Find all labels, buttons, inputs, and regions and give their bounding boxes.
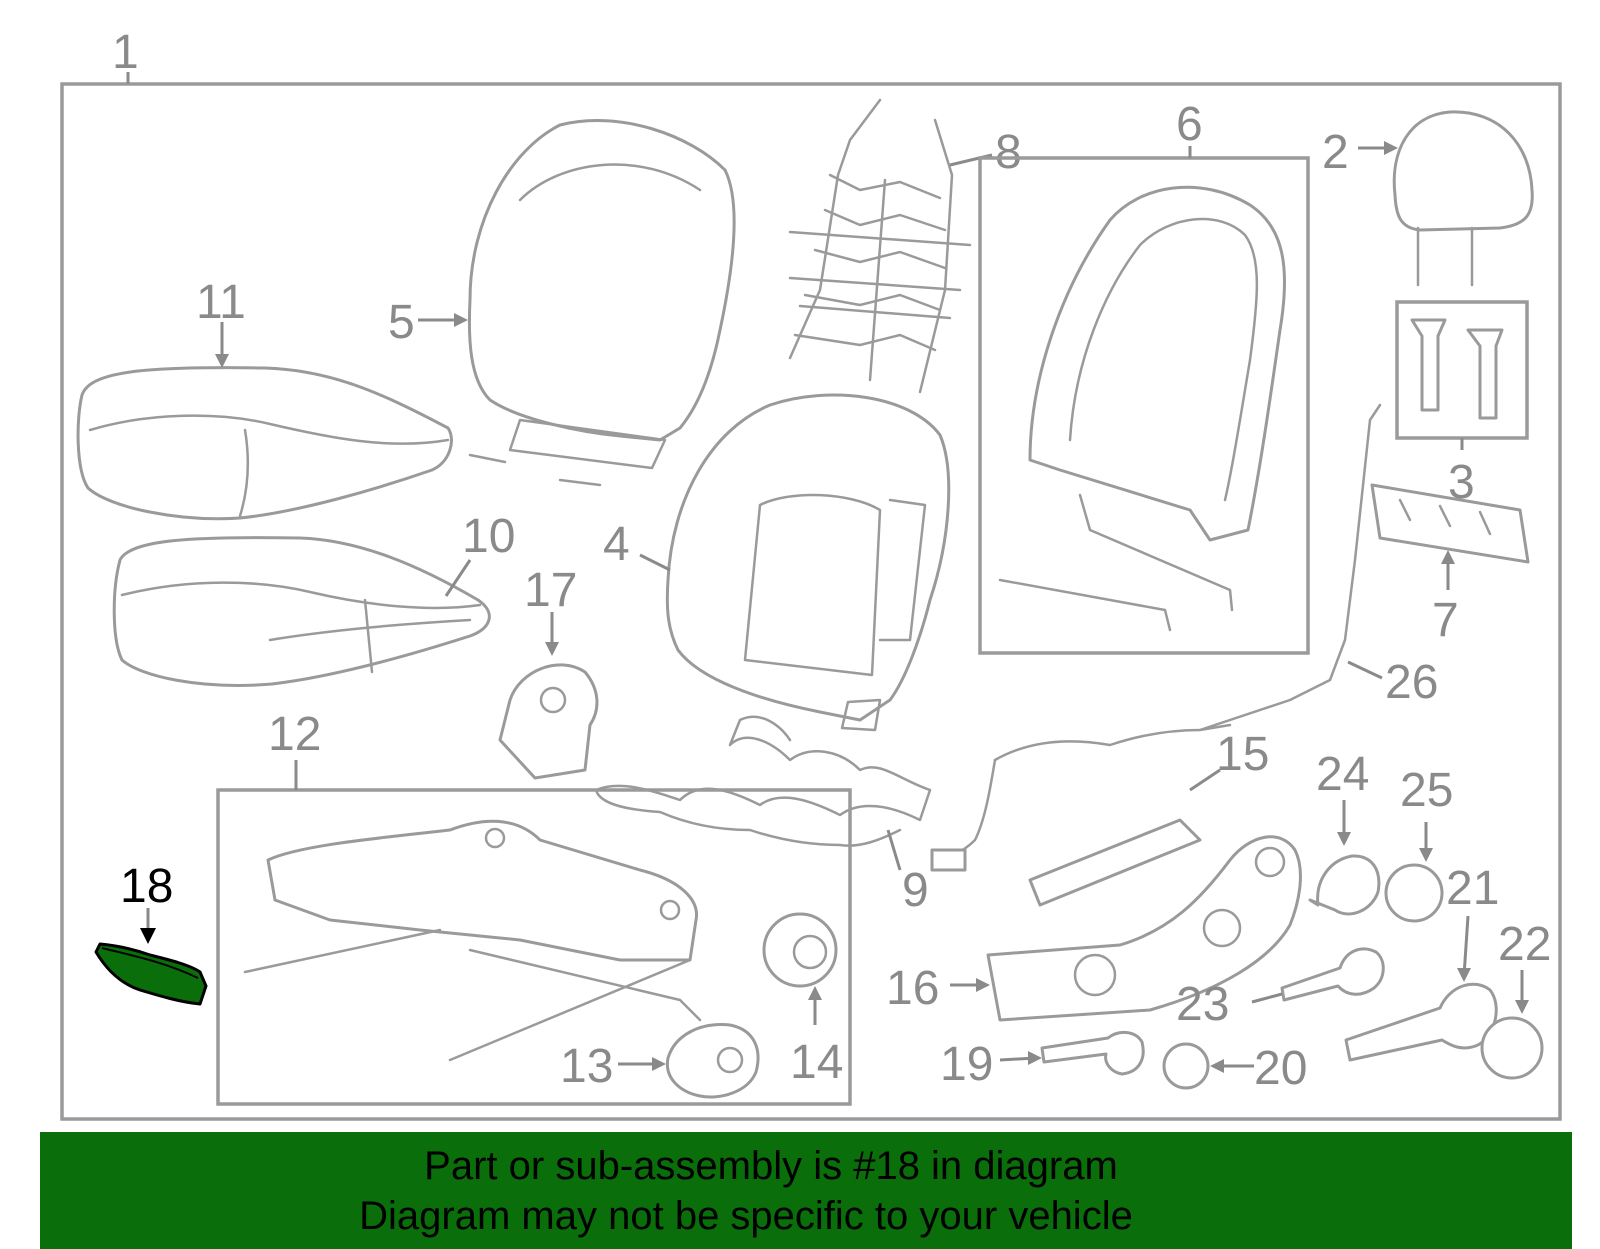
callout-10[interactable]: 10: [462, 510, 515, 563]
part-3-headrest-guides[interactable]: [1410, 318, 1504, 420]
part-23-handle[interactable]: [1280, 947, 1385, 1002]
callout-1[interactable]: 1: [112, 26, 139, 79]
part-6-seatback-frame[interactable]: [998, 185, 1287, 632]
part-16-side-shield[interactable]: [986, 835, 1302, 1022]
callout-11[interactable]: 11: [196, 276, 246, 329]
callout-21[interactable]: 21: [1446, 862, 1499, 915]
callout-20[interactable]: 20: [1254, 1042, 1307, 1095]
part-25-cap[interactable]: [1384, 863, 1444, 923]
part-13-motor[interactable]: [665, 1023, 760, 1099]
part-18-highlighted[interactable]: [94, 942, 208, 1006]
callout-17[interactable]: 17: [524, 564, 577, 617]
part-15-wire-harness[interactable]: [930, 723, 1232, 907]
part-11-cushion-cover[interactable]: [76, 366, 453, 521]
part-14-motor[interactable]: [762, 912, 838, 988]
callout-5[interactable]: 5: [388, 296, 415, 349]
callout-14[interactable]: 14: [790, 1036, 843, 1089]
callout-25[interactable]: 25: [1400, 764, 1453, 817]
part-10-cushion-pad[interactable]: [112, 536, 491, 687]
callout-13[interactable]: 13: [560, 1040, 613, 1093]
callout-26[interactable]: 26: [1385, 656, 1438, 709]
part-24-knob[interactable]: [1308, 854, 1381, 916]
part-2-headrest[interactable]: [1392, 110, 1534, 287]
callout-8[interactable]: 8: [995, 126, 1022, 179]
part-17-cover[interactable]: [498, 663, 599, 780]
part-20-cap[interactable]: [1162, 1042, 1210, 1090]
banner-line-1: Part or sub-assembly is #18 in diagram: [424, 1144, 1118, 1188]
info-banner: Part or sub-assembly is #18 in diagram D…: [40, 1132, 1572, 1249]
callout-2[interactable]: 2: [1322, 126, 1349, 179]
part-9-cushion-spring[interactable]: [594, 715, 932, 847]
callout-12[interactable]: 12: [268, 708, 321, 761]
part-12-box: [216, 788, 852, 1106]
callout-4[interactable]: 4: [603, 518, 630, 571]
part-4-seatback-pad[interactable]: [665, 393, 951, 732]
part-26-cable[interactable]: [1198, 403, 1382, 732]
callout-18[interactable]: 18: [120, 860, 173, 913]
banner-line-2: Diagram may not be specific to your vehi…: [359, 1194, 1133, 1238]
callout-23[interactable]: 23: [1176, 978, 1229, 1031]
part-22-cap[interactable]: [1480, 1016, 1544, 1080]
part-7-bracket[interactable]: [1370, 483, 1530, 564]
callout-7[interactable]: 7: [1432, 594, 1459, 647]
callout-15[interactable]: 15: [1216, 728, 1269, 781]
part-12-seat-adjuster[interactable]: [243, 819, 702, 1062]
part-21-lever[interactable]: [1344, 982, 1498, 1062]
callout-6[interactable]: 6: [1176, 98, 1203, 151]
part-5-seatback-cover[interactable]: [467, 119, 736, 487]
callout-24[interactable]: 24: [1316, 748, 1369, 801]
callout-16[interactable]: 16: [886, 962, 939, 1015]
callout-9[interactable]: 9: [902, 864, 929, 917]
part-19-handle[interactable]: [1040, 1031, 1145, 1076]
assembly-frame: [60, 82, 1562, 1121]
part-8-seatback-spring[interactable]: [788, 98, 972, 394]
callout-22[interactable]: 22: [1498, 918, 1551, 971]
callout-19[interactable]: 19: [940, 1038, 993, 1091]
part-6-box: [978, 156, 1310, 655]
